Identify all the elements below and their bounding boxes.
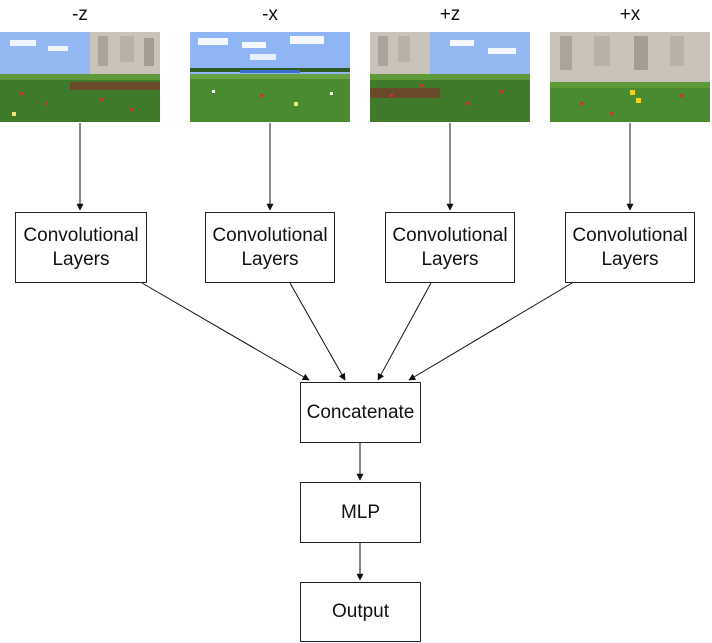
concatenate-box: Concatenate [300,382,421,443]
output-box: Output [300,582,421,642]
conv-layers-label-line1: Convolutional [572,224,688,246]
conv-layers-label-line2: Layers [421,248,479,270]
arrow-conv4-concat [408,282,573,381]
output-label: Output [331,601,390,622]
conv-layers-label-line2: Layers [601,248,659,270]
conv-layers-label-line1: Convolutional [392,224,508,246]
arrow-conv3-concat [377,282,432,381]
view-image-neg-x [190,32,350,122]
view-label-neg-x: -x [262,4,278,25]
arrow-conv1-concat [141,282,310,381]
view-image-pos-x [550,32,710,122]
mlp-box: MLP [300,482,421,543]
conv-layers-label-line2: Layers [52,248,110,270]
conv-layers-label-line1: Convolutional [23,224,139,246]
mlp-label: MLP [340,501,381,523]
view-image-neg-z [0,32,160,122]
view-label-pos-x: +x [619,4,641,25]
view-image-pos-z [370,32,530,122]
view-label-pos-z: +z [439,4,461,25]
arrow-conv2-concat [289,282,346,381]
view-label-neg-z: -z [72,4,88,25]
conv-layers-label-line2: Layers [241,248,299,270]
concatenate-label: Concatenate [306,401,415,423]
conv-layers-label-line1: Convolutional [212,224,328,246]
